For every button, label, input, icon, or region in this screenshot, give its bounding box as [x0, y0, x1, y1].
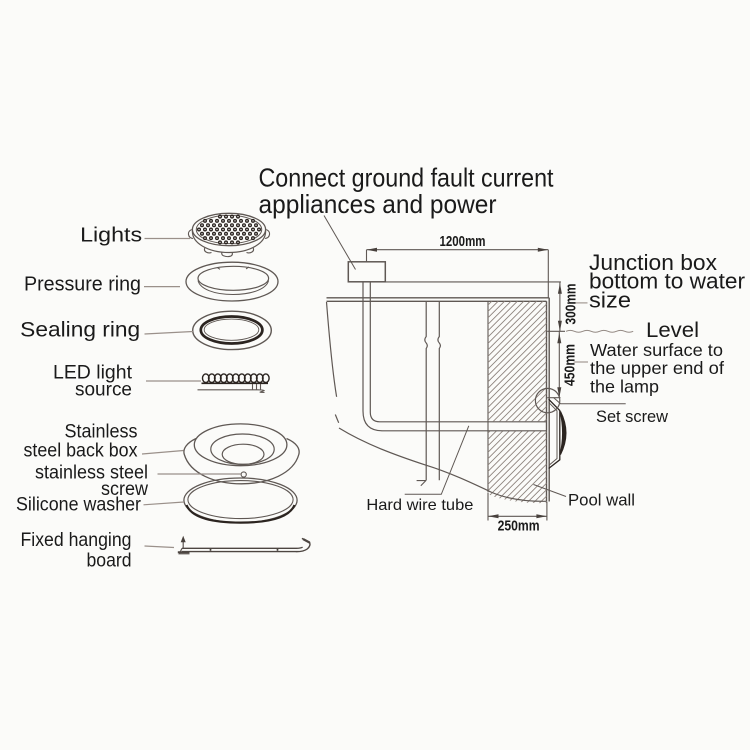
- svg-text:screw: screw: [101, 479, 148, 500]
- svg-text:Silicone washer: Silicone washer: [16, 494, 141, 516]
- svg-text:stainless steel: stainless steel: [35, 463, 148, 484]
- svg-text:1200mm: 1200mm: [440, 233, 486, 250]
- svg-text:Pressure ring: Pressure ring: [24, 274, 141, 296]
- svg-text:Connect ground fault current: Connect ground fault current: [259, 162, 555, 192]
- svg-text:Junction box: Junction box: [589, 250, 717, 275]
- svg-text:450mm: 450mm: [562, 344, 579, 386]
- svg-text:Fixed hanging: Fixed hanging: [21, 529, 132, 551]
- svg-text:Hard wire tube: Hard wire tube: [366, 497, 473, 514]
- svg-text:LED light: LED light: [53, 363, 133, 384]
- svg-text:bottom to water: bottom to water: [589, 269, 745, 294]
- svg-text:Water surface to: Water surface to: [590, 340, 723, 360]
- svg-text:Sealing ring: Sealing ring: [20, 318, 140, 342]
- svg-text:appliances and power: appliances and power: [259, 189, 497, 219]
- svg-text:source: source: [75, 380, 132, 401]
- svg-text:the lamp: the lamp: [590, 377, 659, 397]
- svg-text:250mm: 250mm: [498, 517, 540, 534]
- svg-text:Set screw: Set screw: [596, 408, 668, 426]
- svg-text:steel back box: steel back box: [24, 441, 138, 462]
- svg-text:Lights: Lights: [80, 225, 142, 247]
- svg-text:Stainless: Stainless: [65, 422, 138, 443]
- svg-text:300mm: 300mm: [563, 284, 580, 325]
- svg-text:size: size: [589, 287, 631, 312]
- svg-text:the upper end of: the upper end of: [590, 358, 724, 378]
- svg-text:Level: Level: [646, 319, 699, 342]
- svg-text:Pool wall: Pool wall: [568, 492, 635, 510]
- svg-text:board: board: [87, 550, 132, 572]
